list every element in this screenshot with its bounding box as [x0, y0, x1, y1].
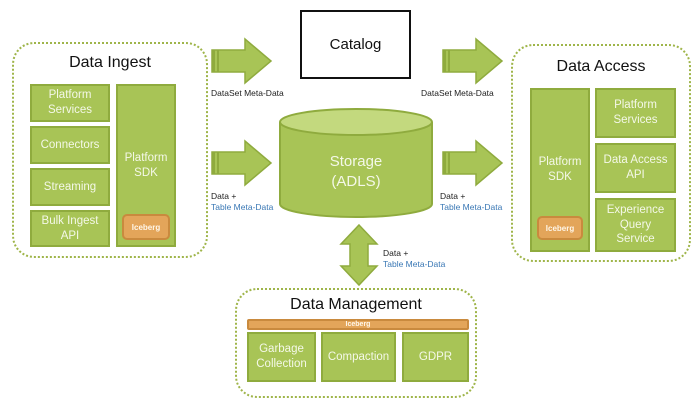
label-ingest-to-catalog: DataSet Meta-Data [211, 88, 284, 99]
ingest-connectors: Connectors [30, 126, 110, 164]
management-garbage-collection: Garbage Collection [247, 332, 316, 382]
label: Connectors [40, 138, 100, 151]
ingest-platform-services: Platform Services [30, 84, 110, 122]
data-management-group: Data Management Iceberg Garbage Collecti… [235, 288, 477, 398]
ingest-bulk-ingest-api: Bulk Ingest API [30, 210, 110, 247]
label-line: DataSet Meta-Data [211, 88, 284, 98]
arrow-storage-management [339, 223, 379, 287]
ingest-iceberg-badge: Iceberg [122, 214, 170, 240]
label: Garbage Collection [256, 343, 307, 370]
label-storage-to-access: Data + Table Meta-Data [440, 191, 502, 214]
access-platform-services: Platform Services [595, 88, 676, 138]
label-ingest-to-storage: Data + Table Meta-Data [211, 191, 273, 214]
storage-name: Storage [329, 153, 383, 170]
label-line: DataSet Meta-Data [421, 88, 494, 98]
catalog-title: Catalog [329, 36, 382, 53]
access-experience-query-service: Experience Query Service [595, 198, 676, 252]
label: Streaming [43, 180, 97, 193]
arrow-storage-to-access [442, 139, 504, 187]
storage-body [279, 122, 433, 218]
management-compaction: Compaction [321, 332, 396, 382]
label: Platform SDK [538, 156, 582, 183]
label: Experience Query Service [606, 203, 665, 246]
label: GDPR [418, 350, 453, 363]
access-iceberg-badge: Iceberg [537, 216, 583, 240]
arrow-ingest-to-catalog [211, 37, 273, 85]
data-ingest-group: Data Ingest Platform Services Connectors… [12, 42, 208, 258]
catalog-box: Catalog [300, 10, 411, 79]
label: Platform SDK [124, 151, 168, 179]
label-line: Table Meta-Data [383, 259, 446, 270]
label-line: Data + [440, 191, 466, 201]
label-line: Data + [211, 191, 237, 201]
storage-top [279, 108, 433, 136]
label: Compaction [327, 350, 390, 363]
data-ingest-title: Data Ingest [69, 54, 151, 71]
storage-cylinder [279, 108, 433, 218]
label: Data Access API [603, 154, 668, 181]
management-iceberg-bar: Iceberg [247, 319, 469, 330]
access-data-access-api: Data Access API [595, 143, 676, 193]
storage-label: Storage (ADLS) [278, 152, 434, 193]
ingest-streaming: Streaming [30, 168, 110, 206]
label-line: Table Meta-Data [440, 202, 503, 213]
arrow-catalog-to-access [442, 37, 504, 85]
label: Platform Services [613, 99, 658, 126]
storage-type: (ADLS) [331, 173, 381, 191]
label-line: Data + [383, 248, 409, 258]
data-management-title: Data Management [290, 296, 422, 313]
label: Platform Services [47, 89, 93, 116]
label-catalog-to-access: DataSet Meta-Data [421, 88, 494, 99]
management-gdpr: GDPR [402, 332, 469, 382]
data-access-group: Data Access Platform SDK Iceberg Platfor… [511, 44, 691, 262]
label-line: Table Meta-Data [211, 202, 274, 213]
label: Bulk Ingest API [41, 214, 99, 242]
label-storage-management: Data + Table Meta-Data [383, 248, 445, 271]
arrow-ingest-to-storage [211, 139, 273, 187]
data-access-title: Data Access [556, 58, 646, 75]
